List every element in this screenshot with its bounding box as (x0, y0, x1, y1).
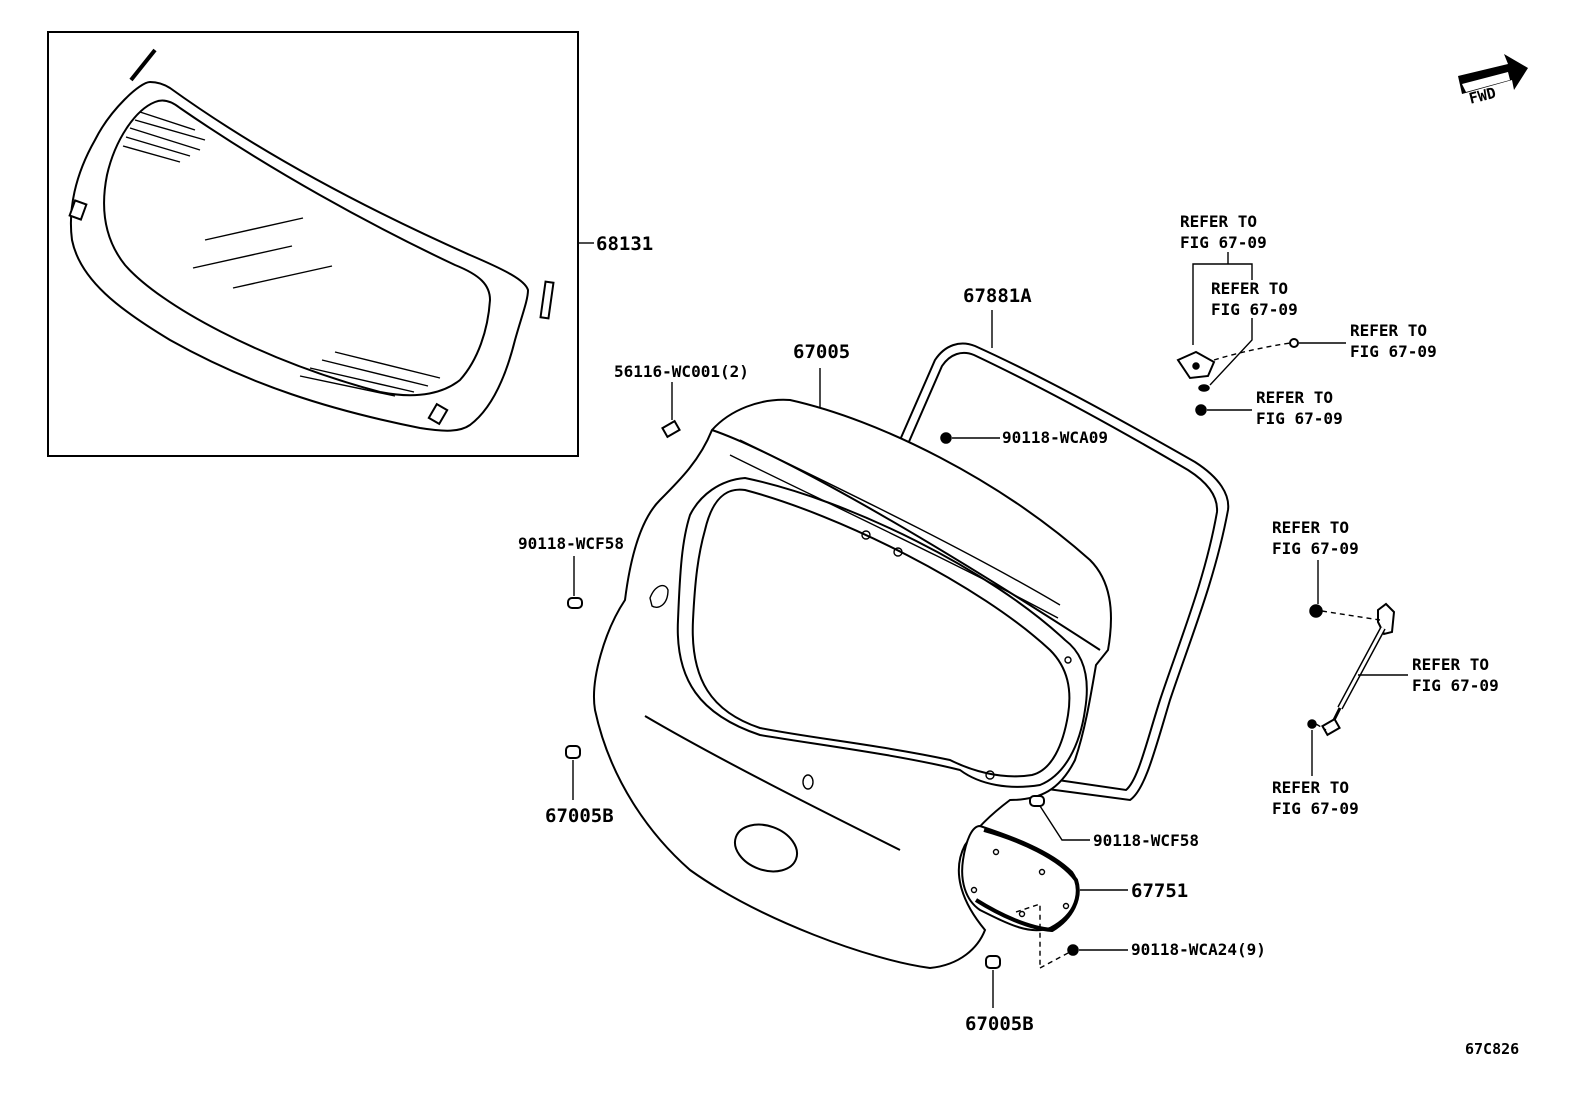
callout-wca24[interactable]: 90118-WCA24(9) (1131, 940, 1266, 959)
back-door-panel-67005[interactable] (593, 398, 1112, 970)
callout-wca09[interactable]: 90118-WCA09 (1002, 428, 1108, 447)
clip-wcf58-left[interactable] (567, 597, 583, 609)
callout-67005B-left[interactable]: 67005B (545, 805, 614, 827)
bumper-67005B-left[interactable] (565, 745, 581, 759)
glass-inset-frame (47, 31, 579, 457)
callout-67881A[interactable]: 67881A (963, 285, 1032, 307)
weatherstrip-67881A[interactable] (899, 342, 1230, 802)
leader-hinge-bolt (1209, 318, 1253, 386)
dashed-stay-bottom (1315, 723, 1327, 731)
leader-wcf58-right (1039, 805, 1090, 841)
dashed-assembly-line (1015, 903, 1071, 969)
leader-hinge-top (1192, 252, 1253, 345)
refer-hinge-right-line2[interactable]: FIG 67-09 (1350, 342, 1437, 361)
bumper-67005B-bottom[interactable] (985, 955, 1001, 969)
clip-wca09[interactable] (940, 432, 952, 444)
back-door-glass[interactable] (68, 48, 555, 432)
callout-56116[interactable]: 56116-WC001(2) (614, 362, 749, 381)
refer-hinge-bolt-line2[interactable]: FIG 67-09 (1211, 300, 1298, 319)
figure-code: 67C826 (1465, 1040, 1519, 1058)
clip-wcf58-right[interactable] (1029, 795, 1045, 807)
refer-hinge-bolt-line1[interactable]: REFER TO (1211, 279, 1288, 298)
callout-wcf58-right[interactable]: 90118-WCF58 (1093, 831, 1199, 850)
back-door-stay[interactable] (1307, 602, 1396, 737)
refer-stay-top-line1[interactable]: REFER TO (1272, 518, 1349, 537)
refer-stay-line1[interactable]: REFER TO (1412, 655, 1489, 674)
refer-stay-bottom-line2[interactable]: FIG 67-09 (1272, 799, 1359, 818)
clip-56116[interactable] (661, 419, 681, 439)
callout-67005B-bottom[interactable]: 67005B (965, 1013, 1034, 1035)
trim-cover-67751[interactable] (961, 824, 1080, 933)
refer-hinge-top-line1[interactable]: REFER TO (1180, 212, 1257, 231)
refer-stay-bottom-line1[interactable]: REFER TO (1272, 778, 1349, 797)
fwd-arrow-icon: FWD (1458, 54, 1528, 108)
refer-stay-top-line2[interactable]: FIG 67-09 (1272, 539, 1359, 558)
refer-hinge-nut-line2[interactable]: FIG 67-09 (1256, 409, 1343, 428)
dashed-stay-top (1321, 610, 1381, 621)
callout-68131[interactable]: 68131 (596, 233, 653, 255)
callout-wcf58-left[interactable]: 90118-WCF58 (518, 534, 624, 553)
refer-hinge-nut-line1[interactable]: REFER TO (1256, 388, 1333, 407)
dashed-hinge-line (1213, 342, 1291, 361)
refer-hinge-top-line2[interactable]: FIG 67-09 (1180, 233, 1267, 252)
refer-stay-line2[interactable]: FIG 67-09 (1412, 676, 1499, 695)
callout-67005[interactable]: 67005 (793, 341, 850, 363)
refer-hinge-right-line1[interactable]: REFER TO (1350, 321, 1427, 340)
clip-wca24[interactable] (1067, 944, 1079, 956)
door-hinge[interactable] (1176, 338, 1299, 416)
callout-67751[interactable]: 67751 (1131, 880, 1188, 902)
